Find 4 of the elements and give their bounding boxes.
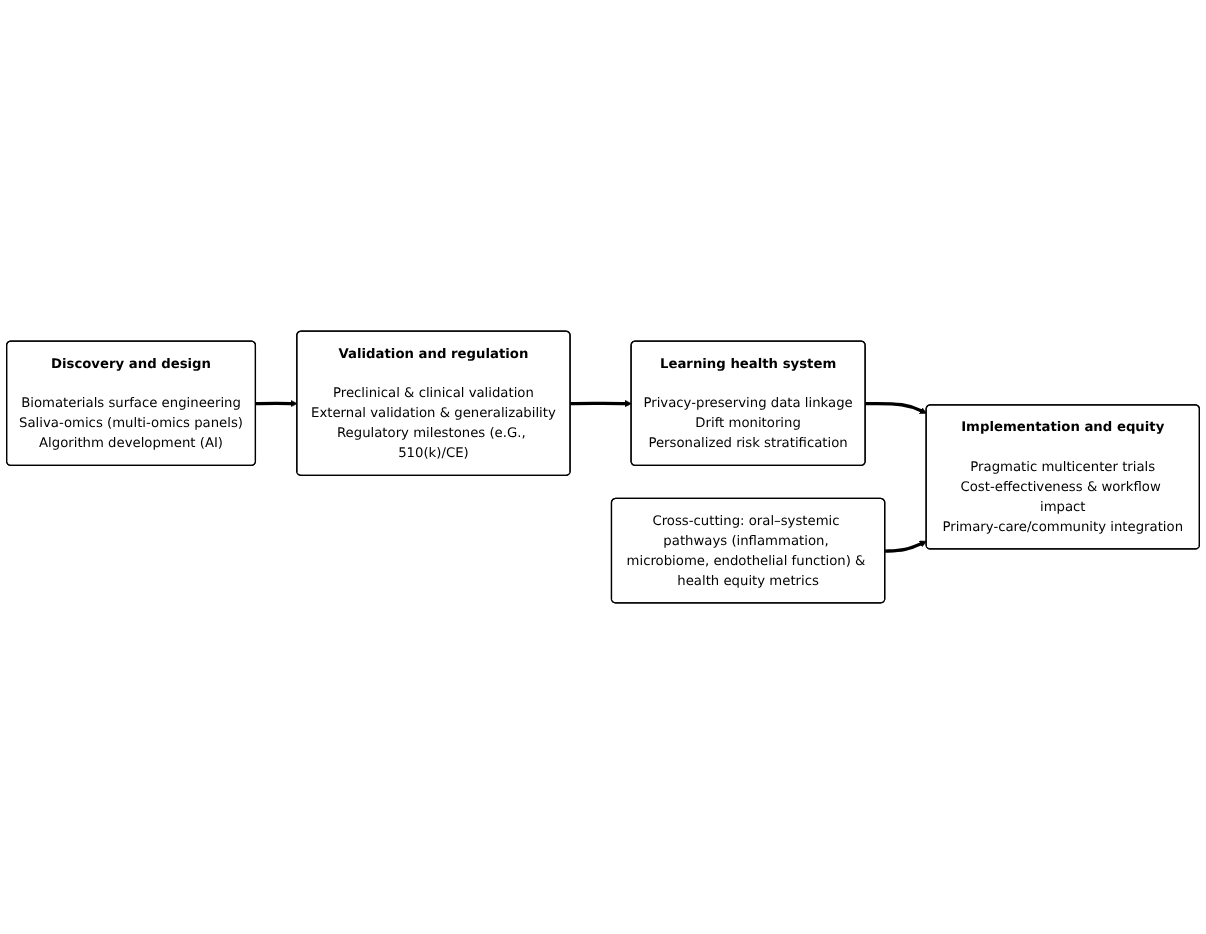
arrow	[255, 399, 298, 408]
arrow	[570, 399, 632, 408]
arrow	[885, 540, 927, 553]
arrow	[865, 401, 927, 414]
